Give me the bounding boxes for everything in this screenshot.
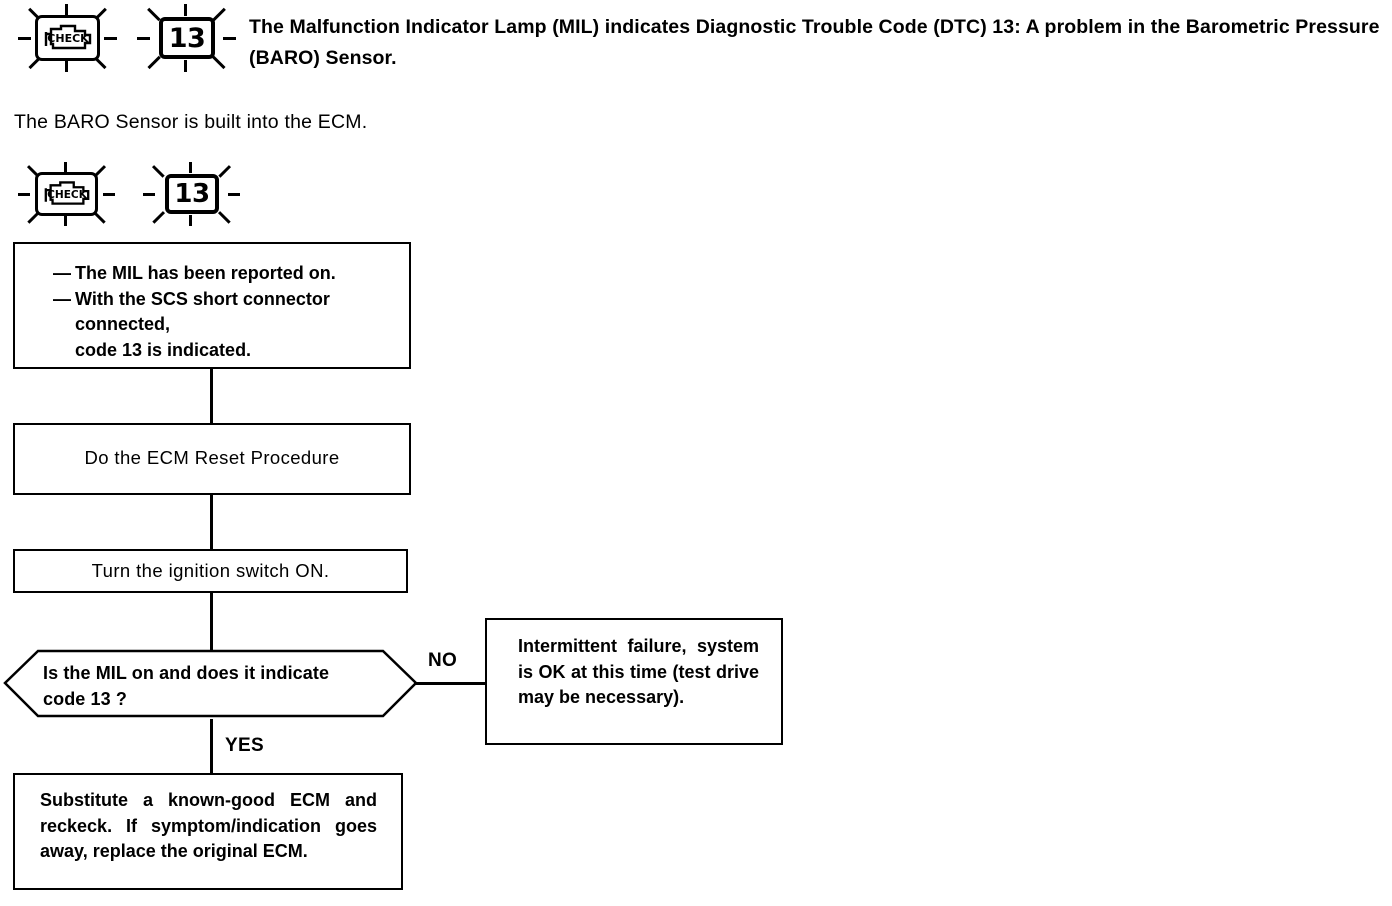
- condition-item: — The MIL has been reported on.: [53, 261, 397, 287]
- intro-text: The BARO Sensor is built into the ECM.: [14, 111, 368, 133]
- intermittent-failure-text: Intermittent failure, system is OK at th…: [518, 636, 759, 707]
- connector-yes-branch: [210, 719, 213, 773]
- dtc-code-icon-2: 13: [143, 162, 241, 226]
- decision-line-1: Is the MIL on and does it indicate: [43, 663, 330, 683]
- branch-label-yes: YES: [225, 735, 264, 756]
- dtc-code-value-2: 13: [165, 174, 219, 214]
- connector-reset-to-ignition: [210, 495, 213, 549]
- engine-block-glyph: CHECK: [44, 24, 91, 50]
- dtc-code-value: 13: [159, 17, 215, 59]
- branch-label-no: NO: [428, 650, 458, 671]
- svg-text:CHECK: CHECK: [47, 189, 88, 201]
- condition-extra-line: code 13 is indicated.: [75, 339, 252, 360]
- svg-text:CHECK: CHECK: [47, 32, 89, 45]
- engine-block-glyph-2: CHECK: [44, 181, 89, 205]
- substitute-ecm-text: Substitute a known-good ECM and reckeck.…: [40, 790, 377, 861]
- condition-text: With the SCS short connector connected,: [75, 288, 330, 335]
- substitute-ecm-box: Substitute a known-good ECM and reckeck.…: [13, 773, 403, 890]
- decision-line-2: code 13 ?: [43, 689, 127, 709]
- condition-text: The MIL has been reported on.: [75, 263, 336, 283]
- connector-no-branch: [414, 682, 486, 685]
- conditions-box: — The MIL has been reported on. — With t…: [13, 242, 411, 369]
- mil-lamp-icon-2: CHECK: [18, 162, 116, 226]
- decision-hexagon: Is the MIL on and does it indicate code …: [3, 649, 418, 719]
- mil-lamp-icon: CHECK: [18, 4, 118, 72]
- connector-ignition-to-decision: [210, 593, 213, 651]
- indicator-row-top: CHECK 13: [0, 0, 240, 76]
- ignition-box: Turn the ignition switch ON.: [13, 549, 408, 593]
- ignition-label: Turn the ignition switch ON.: [91, 560, 330, 581]
- ecm-reset-label: Do the ECM Reset Procedure: [84, 447, 340, 468]
- page-title: The Malfunction Indicator Lamp (MIL) ind…: [249, 16, 1380, 69]
- decision-hexagon-shape: [3, 649, 418, 718]
- intermittent-failure-box: Intermittent failure, system is OK at th…: [485, 618, 783, 745]
- ecm-reset-box: Do the ECM Reset Procedure: [13, 423, 411, 495]
- indicator-row-chart: CHECK 13: [0, 158, 260, 228]
- dash-marker: —: [53, 288, 71, 309]
- dtc-code-icon: 13: [137, 4, 237, 72]
- connector-conditions-to-reset: [210, 369, 213, 423]
- condition-item: — With the SCS short connector connected…: [53, 287, 397, 338]
- dash-marker: —: [53, 263, 71, 283]
